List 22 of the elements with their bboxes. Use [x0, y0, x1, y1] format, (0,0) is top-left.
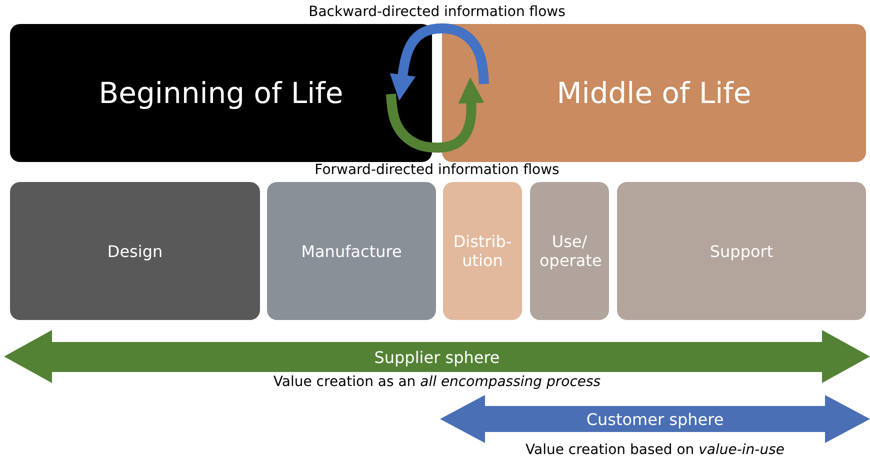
phase-box [617, 182, 866, 320]
node-label: Customer sphere [586, 410, 724, 428]
node-label: Design [107, 242, 163, 260]
node-label: Use/ operate [540, 232, 600, 270]
node-label: Support [710, 242, 774, 260]
phase-box [530, 182, 609, 320]
node-label: Beginning of Life [98, 76, 344, 110]
node-label: Supplier sphere [374, 348, 500, 366]
stage-box [442, 24, 866, 162]
caption-text: Value creation based on value-in-use [526, 442, 784, 458]
node-label: Middle of Life [556, 76, 752, 110]
caption-text: Value creation as an all encompassing process [273, 374, 601, 390]
phase-box [10, 182, 260, 320]
phase-box [443, 182, 522, 320]
stage-box [10, 24, 432, 162]
curved-arrow [390, 23, 489, 101]
node-label: Manufacture [301, 242, 402, 260]
phase-box [267, 182, 436, 320]
node-label: Distrib- ution [452, 232, 512, 270]
caption-text: Backward-directed information flows [308, 4, 566, 20]
caption-text: Forward-directed information flows [314, 162, 560, 178]
curved-arrow [386, 77, 484, 153]
